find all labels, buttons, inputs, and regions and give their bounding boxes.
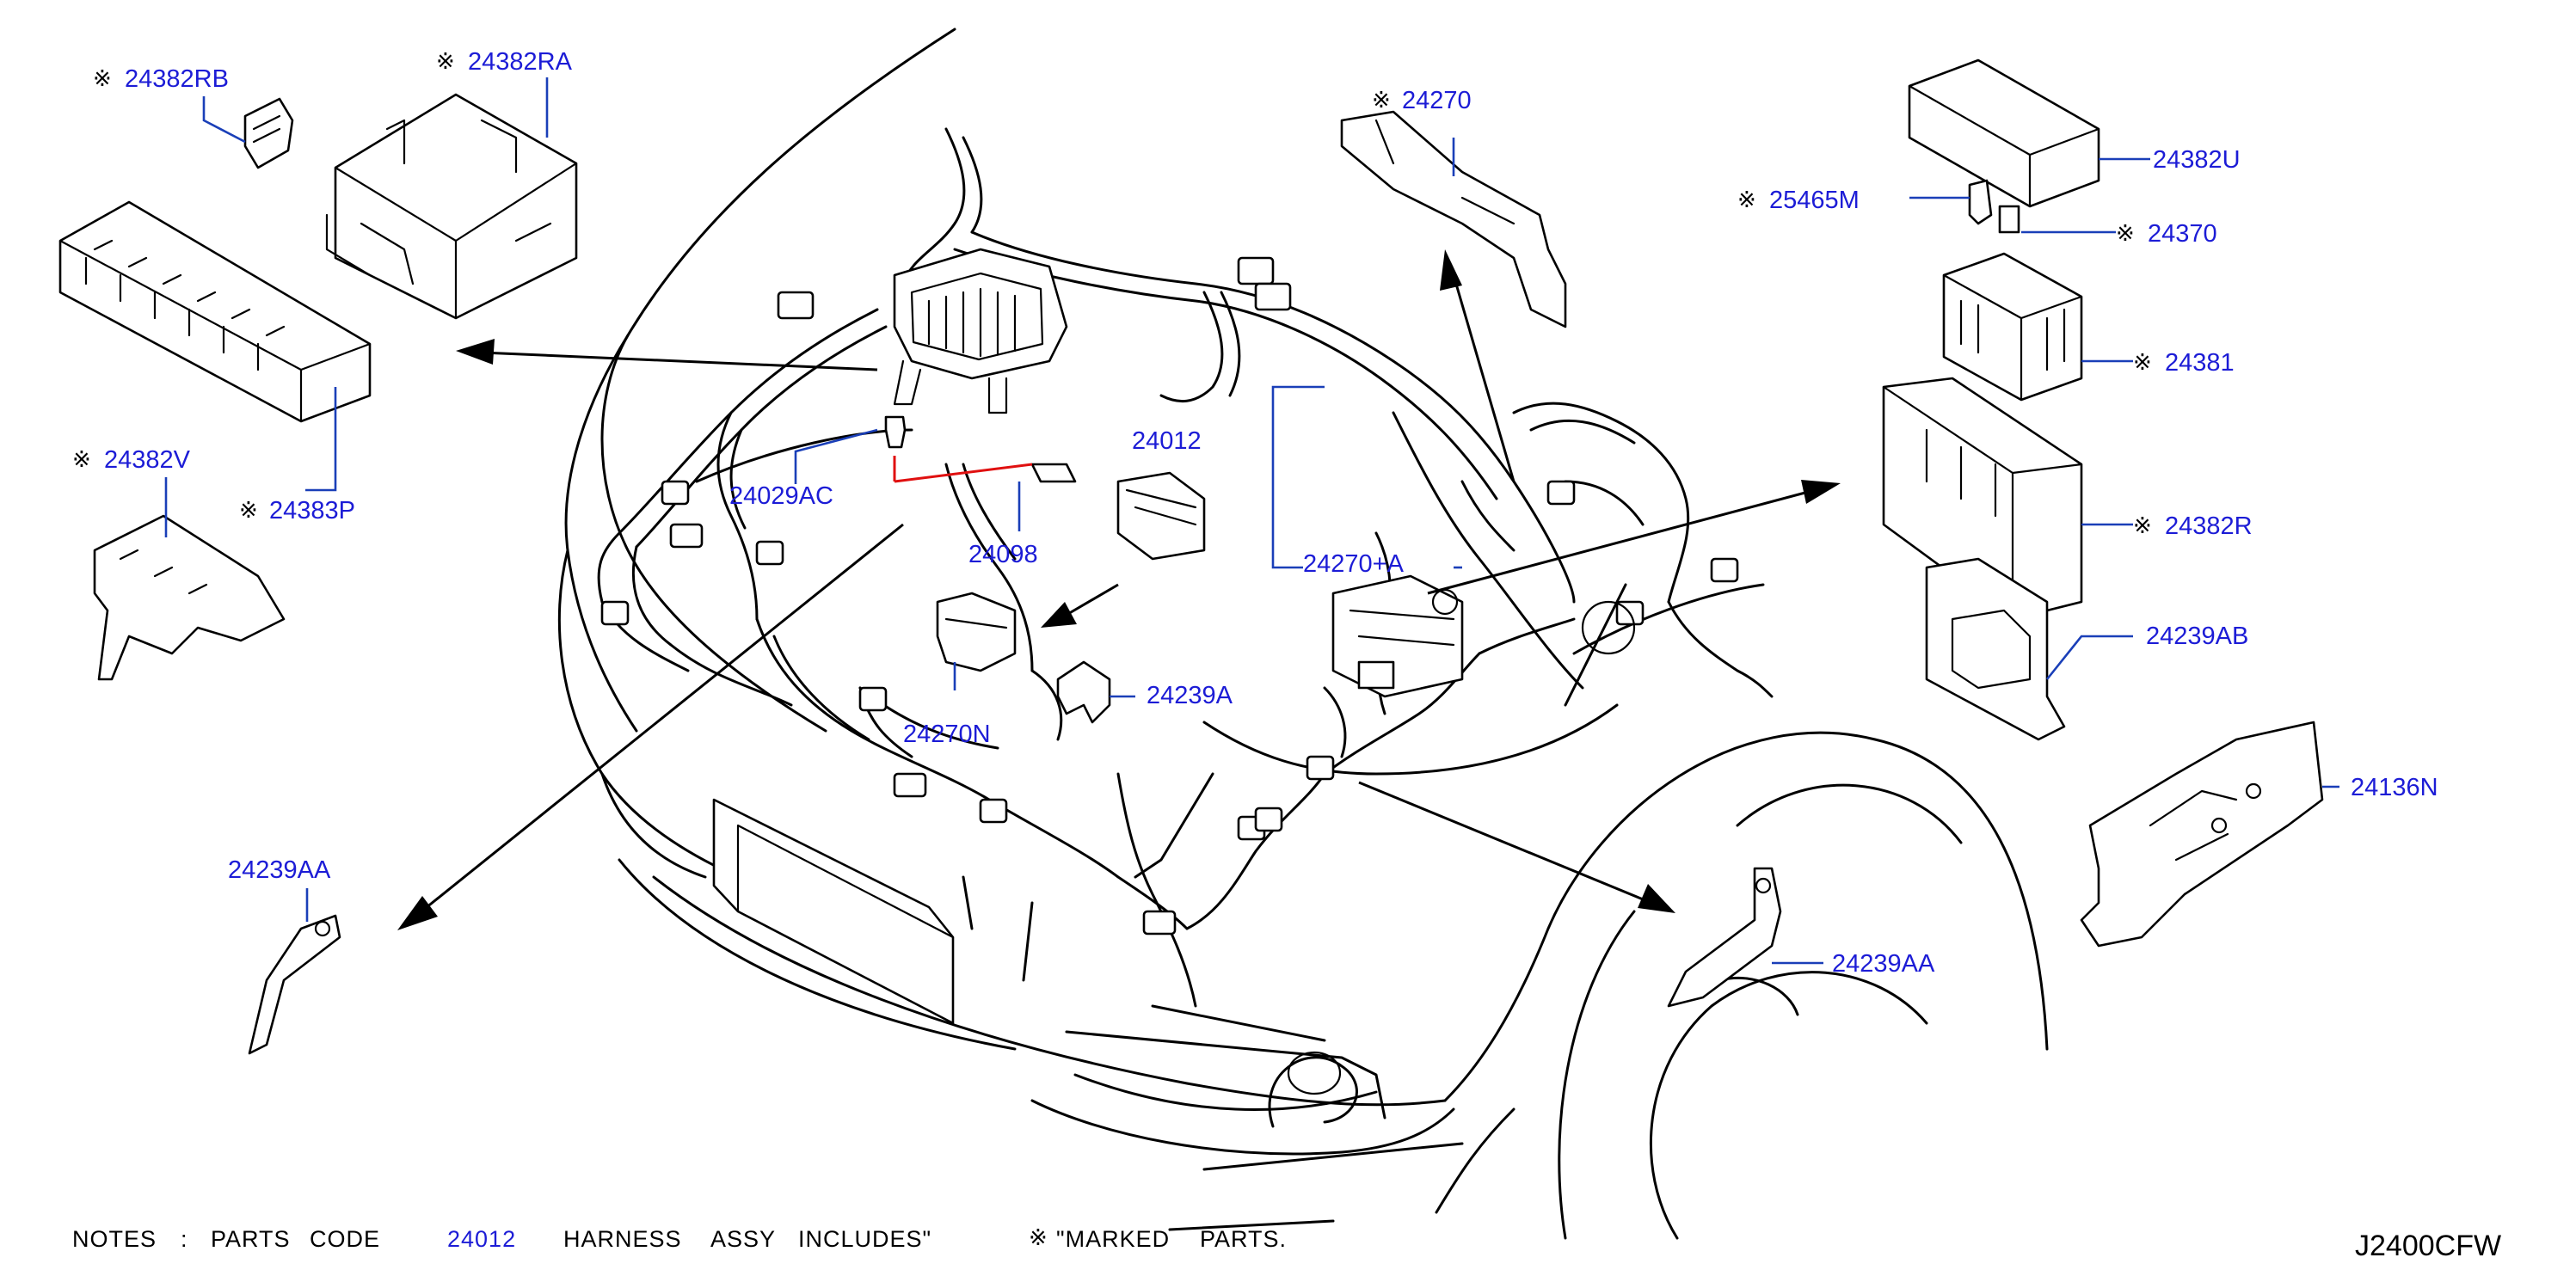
notes-harness: HARNESS (563, 1226, 682, 1252)
part-24382RA-shape (325, 93, 578, 320)
label-24239AA-right: 24239AA (1832, 950, 1935, 978)
label-24012: 24012 (1132, 427, 1202, 455)
mark-symbols: ※ ※ ※ ※ ※ ※ ※ ※ ※ (72, 49, 2152, 539)
label-24270N: 24270N (903, 721, 991, 748)
label-24382U: 24382U (2153, 146, 2241, 174)
explode-arrows (397, 249, 1841, 930)
notes-marked-symbol: ※ (1029, 1225, 1048, 1251)
part-24383P-shape (58, 200, 372, 423)
mark-symbol-24382RB: ※ (93, 66, 112, 92)
part-24270N-shape (936, 592, 1017, 672)
label-24270-plus-A: 24270+A (1303, 550, 1405, 578)
diagram-code: J2400CFW (2355, 1230, 2501, 1262)
notes-code-word: CODE (310, 1226, 380, 1252)
label-25465M: 25465M (1769, 187, 1860, 214)
mark-symbol-25465M: ※ (1737, 187, 1756, 213)
main-harness-assembly (597, 127, 1774, 1008)
mark-symbol-24270: ※ (1372, 88, 1391, 113)
vehicle-body-outline (557, 28, 2049, 1240)
leader-lines (164, 77, 2339, 965)
part-24382V-shape (93, 514, 286, 681)
part-24239AB-shape (1925, 557, 2066, 741)
notes-line: NOTES : PARTS CODE 24012 HARNESS ASSY IN… (72, 1225, 1287, 1252)
part-24239AA-right-shape (1667, 867, 1782, 1008)
part-24239A-shape (1056, 660, 1111, 724)
mark-symbol-24382R: ※ (2133, 513, 2152, 539)
label-24383P: 24383P (269, 497, 355, 525)
notes-code-value: 24012 (447, 1226, 516, 1252)
label-24239A: 24239A (1147, 682, 1233, 709)
notes-prefix: NOTES (72, 1226, 157, 1252)
mark-symbol-24381: ※ (2133, 350, 2152, 376)
part-24239AA-left-shape (248, 914, 341, 1055)
part-24136N-shape (2080, 721, 2324, 948)
mark-symbol-24383P: ※ (239, 498, 258, 524)
part-24382U-shape (1908, 58, 2100, 208)
label-24382V: 24382V (104, 446, 191, 474)
notes-parts-end: PARTS. (1200, 1226, 1287, 1252)
part-24370-shape (1998, 205, 2020, 234)
notes-marked: "MARKED (1056, 1226, 1170, 1252)
mark-symbol-24370: ※ (2116, 221, 2135, 247)
label-24239AB: 24239AB (2146, 623, 2248, 650)
notes-includes: INCLUDES" (798, 1226, 931, 1252)
label-24382R: 24382R (2165, 512, 2253, 540)
label-24029AC: 24029AC (729, 482, 833, 510)
part-25465M-shape (1968, 179, 1993, 225)
label-24382RB: 24382RB (125, 65, 229, 93)
label-24381: 24381 (2165, 349, 2235, 377)
part-24381-shape (1942, 252, 2083, 402)
label-24270: 24270 (1402, 87, 1472, 114)
part-24270-shape (1340, 110, 1567, 328)
label-24136N: 24136N (2351, 774, 2438, 801)
notes-parts: PARTS (211, 1226, 291, 1252)
label-24098: 24098 (968, 541, 1038, 568)
mark-symbol-24382RA: ※ (436, 49, 455, 75)
notes-colon: : (181, 1226, 188, 1252)
mark-symbol-24382V: ※ (72, 447, 91, 473)
notes-assy: ASSY (710, 1226, 776, 1252)
label-24239AA-left: 24239AA (228, 856, 331, 884)
part-labels: 24382RB 24382RA 24382V 24383P 24239AA 24… (104, 48, 2438, 978)
label-24370: 24370 (2148, 220, 2217, 248)
label-24382RA: 24382RA (468, 48, 573, 76)
part-24382RB-shape (243, 97, 294, 169)
part-24029AC-shape (884, 415, 907, 449)
